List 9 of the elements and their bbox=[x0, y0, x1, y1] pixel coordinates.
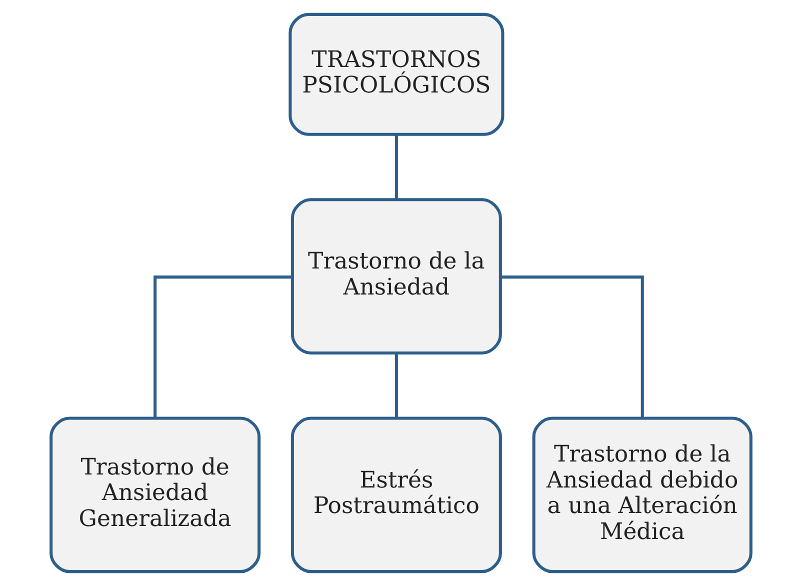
node-box: TRASTORNOS PSICOLÓGICOS bbox=[288, 12, 504, 136]
node-box: Trastorno de Ansiedad Generalizada bbox=[49, 416, 260, 574]
connector bbox=[153, 276, 292, 418]
connector bbox=[394, 353, 398, 418]
node-box: Trastorno de la Ansiedad debido a una Alteración Médica bbox=[532, 416, 752, 574]
node-box: Estrés Postraumático bbox=[290, 416, 502, 574]
connector bbox=[394, 134, 398, 200]
connector bbox=[500, 276, 644, 418]
node-box: Trastorno de la Ansiedad bbox=[290, 198, 502, 354]
